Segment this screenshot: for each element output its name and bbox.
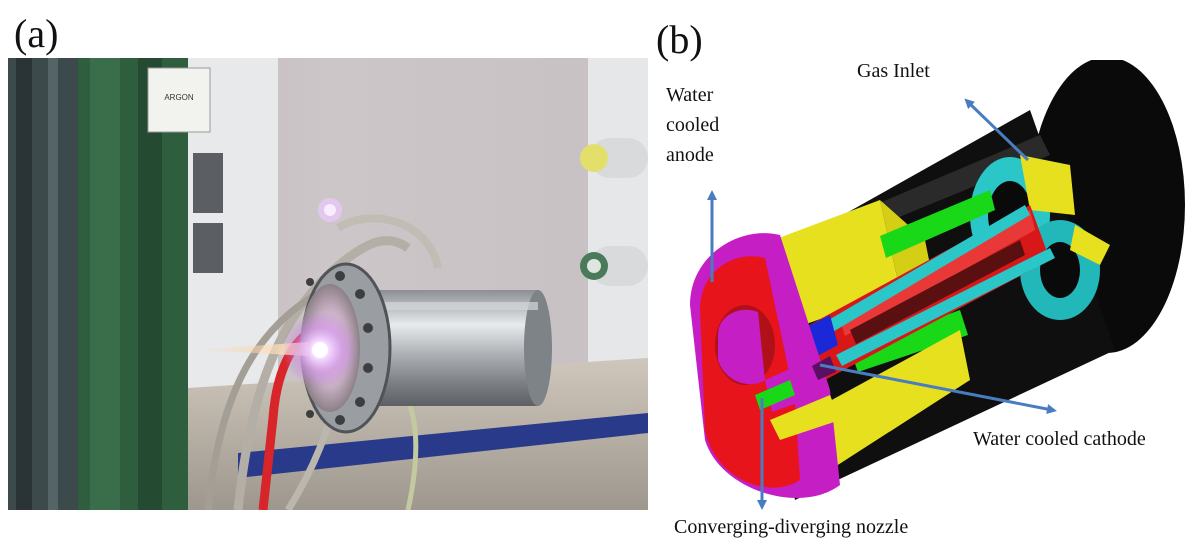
argon-sign — [147, 67, 211, 133]
plasma-jet — [198, 342, 308, 356]
hose-3 — [335, 214, 442, 269]
callout-anode-line2: cooled — [666, 114, 720, 136]
nozzle-green — [755, 380, 795, 410]
yellow-back-ring — [1020, 155, 1075, 215]
cathode-cyan-upper — [820, 205, 1030, 336]
callout-anode-line3: anode — [666, 144, 714, 166]
blue-table-edge — [238, 413, 648, 478]
plasma-torch-cutaway-diagram — [690, 60, 1185, 510]
cathode-inner-dark — [850, 240, 1025, 344]
green-gasket-2 — [850, 310, 968, 372]
green-gasket-1 — [880, 190, 995, 258]
callout-water-cooled-cathode: Water cooled cathode — [973, 428, 1146, 450]
yellow-lower — [795, 330, 970, 470]
arrow-cathode — [819, 363, 1057, 414]
panel-label-a: (a) — [14, 11, 59, 56]
callout-gas-inlet: Gas Inlet — [857, 60, 930, 82]
cathode-cyan-lower — [836, 248, 1055, 366]
nozzle-yellow — [770, 395, 840, 440]
yellow-port — [580, 144, 608, 172]
panel-label-b: (b) — [656, 17, 703, 62]
arrow-gas-inlet — [964, 98, 1030, 162]
callout-anode-line1: Water — [666, 84, 714, 106]
sign-text: ARGON — [164, 93, 194, 102]
callout-water-cooled-anode: Water cooled anode — [666, 80, 776, 170]
plasma-torch-photo: ARGON — [8, 58, 648, 510]
callout-converging-diverging-nozzle: Converging-diverging nozzle — [674, 516, 909, 538]
nozzle-throat — [812, 356, 836, 380]
